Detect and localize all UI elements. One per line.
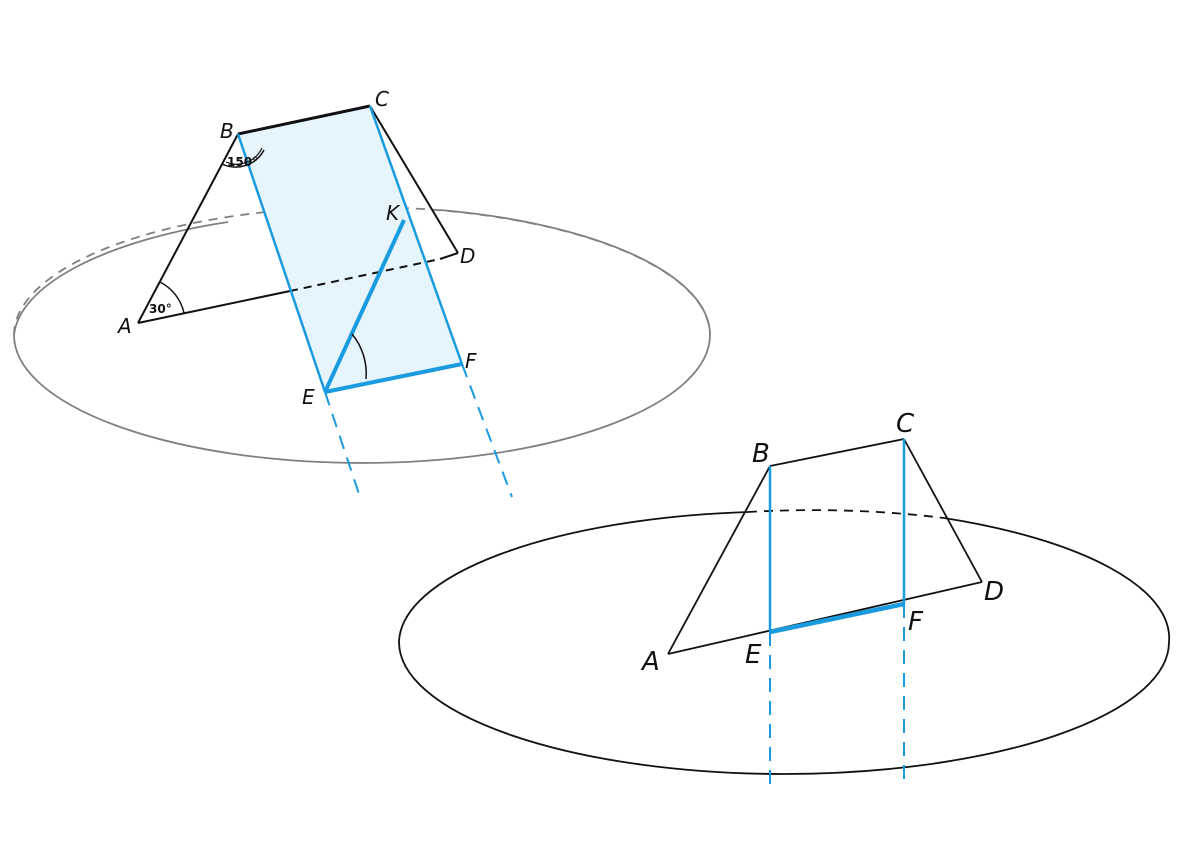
top-label-K: K <box>386 201 401 225</box>
top-angle-arc-B-inner <box>225 147 263 165</box>
top-extension-E <box>324 391 361 498</box>
top-label-B: B <box>220 119 234 143</box>
top-label-E: E <box>302 385 315 409</box>
top-label-F: F <box>465 349 477 373</box>
top-plane-back-arc-right <box>439 209 711 336</box>
top-edge-AD-front <box>137 290 291 324</box>
top-angle-label-A: 30° <box>149 302 172 316</box>
bottom-label-A: A <box>640 647 660 677</box>
top-line-BE <box>236 133 327 393</box>
top-angle-arc-A <box>159 281 185 314</box>
top-edge-AB <box>137 133 239 324</box>
figure-top: 150° 30° A B C D E F K <box>13 87 711 498</box>
top-plane-front-arc <box>13 334 711 464</box>
bottom-plane-back-arc-right <box>943 517 1171 643</box>
bottom-label-D: D <box>984 577 1004 607</box>
bottom-label-F: F <box>908 607 924 637</box>
top-edge-BC <box>237 104 371 136</box>
bottom-label-E: E <box>745 640 762 670</box>
bottom-label-C: C <box>896 409 915 439</box>
top-line-EK <box>323 219 406 393</box>
top-angle-label-B: 150° <box>227 155 258 169</box>
top-label-C: C <box>375 87 389 111</box>
bottom-edge-AD <box>667 581 983 655</box>
top-plane-back-arc-left <box>13 221 229 336</box>
top-edge-CD <box>369 105 459 254</box>
top-label-A: A <box>116 314 132 338</box>
bottom-edge-BC <box>769 438 905 467</box>
bottom-plane-back-arc-hidden <box>747 509 945 519</box>
bottom-plane-front-arc <box>398 641 1170 775</box>
top-angle-arc-B <box>221 149 265 168</box>
top-edge-AD-hidden <box>289 258 441 292</box>
top-edge-AD-end <box>439 252 459 260</box>
top-angle-arc-E <box>351 333 367 380</box>
top-line-CF <box>368 105 464 365</box>
top-line-EF <box>324 362 463 394</box>
top-section-plane <box>238 106 462 392</box>
bottom-line-EF <box>769 601 905 635</box>
figure-bottom: A B C D E F <box>398 409 1171 790</box>
bottom-edge-AB <box>667 465 771 655</box>
top-label-D: D <box>460 244 475 268</box>
bottom-edge-CD <box>903 438 983 583</box>
top-extension-F <box>461 363 513 498</box>
bottom-label-B: B <box>752 439 770 469</box>
bottom-plane-back-arc-left <box>398 511 749 643</box>
